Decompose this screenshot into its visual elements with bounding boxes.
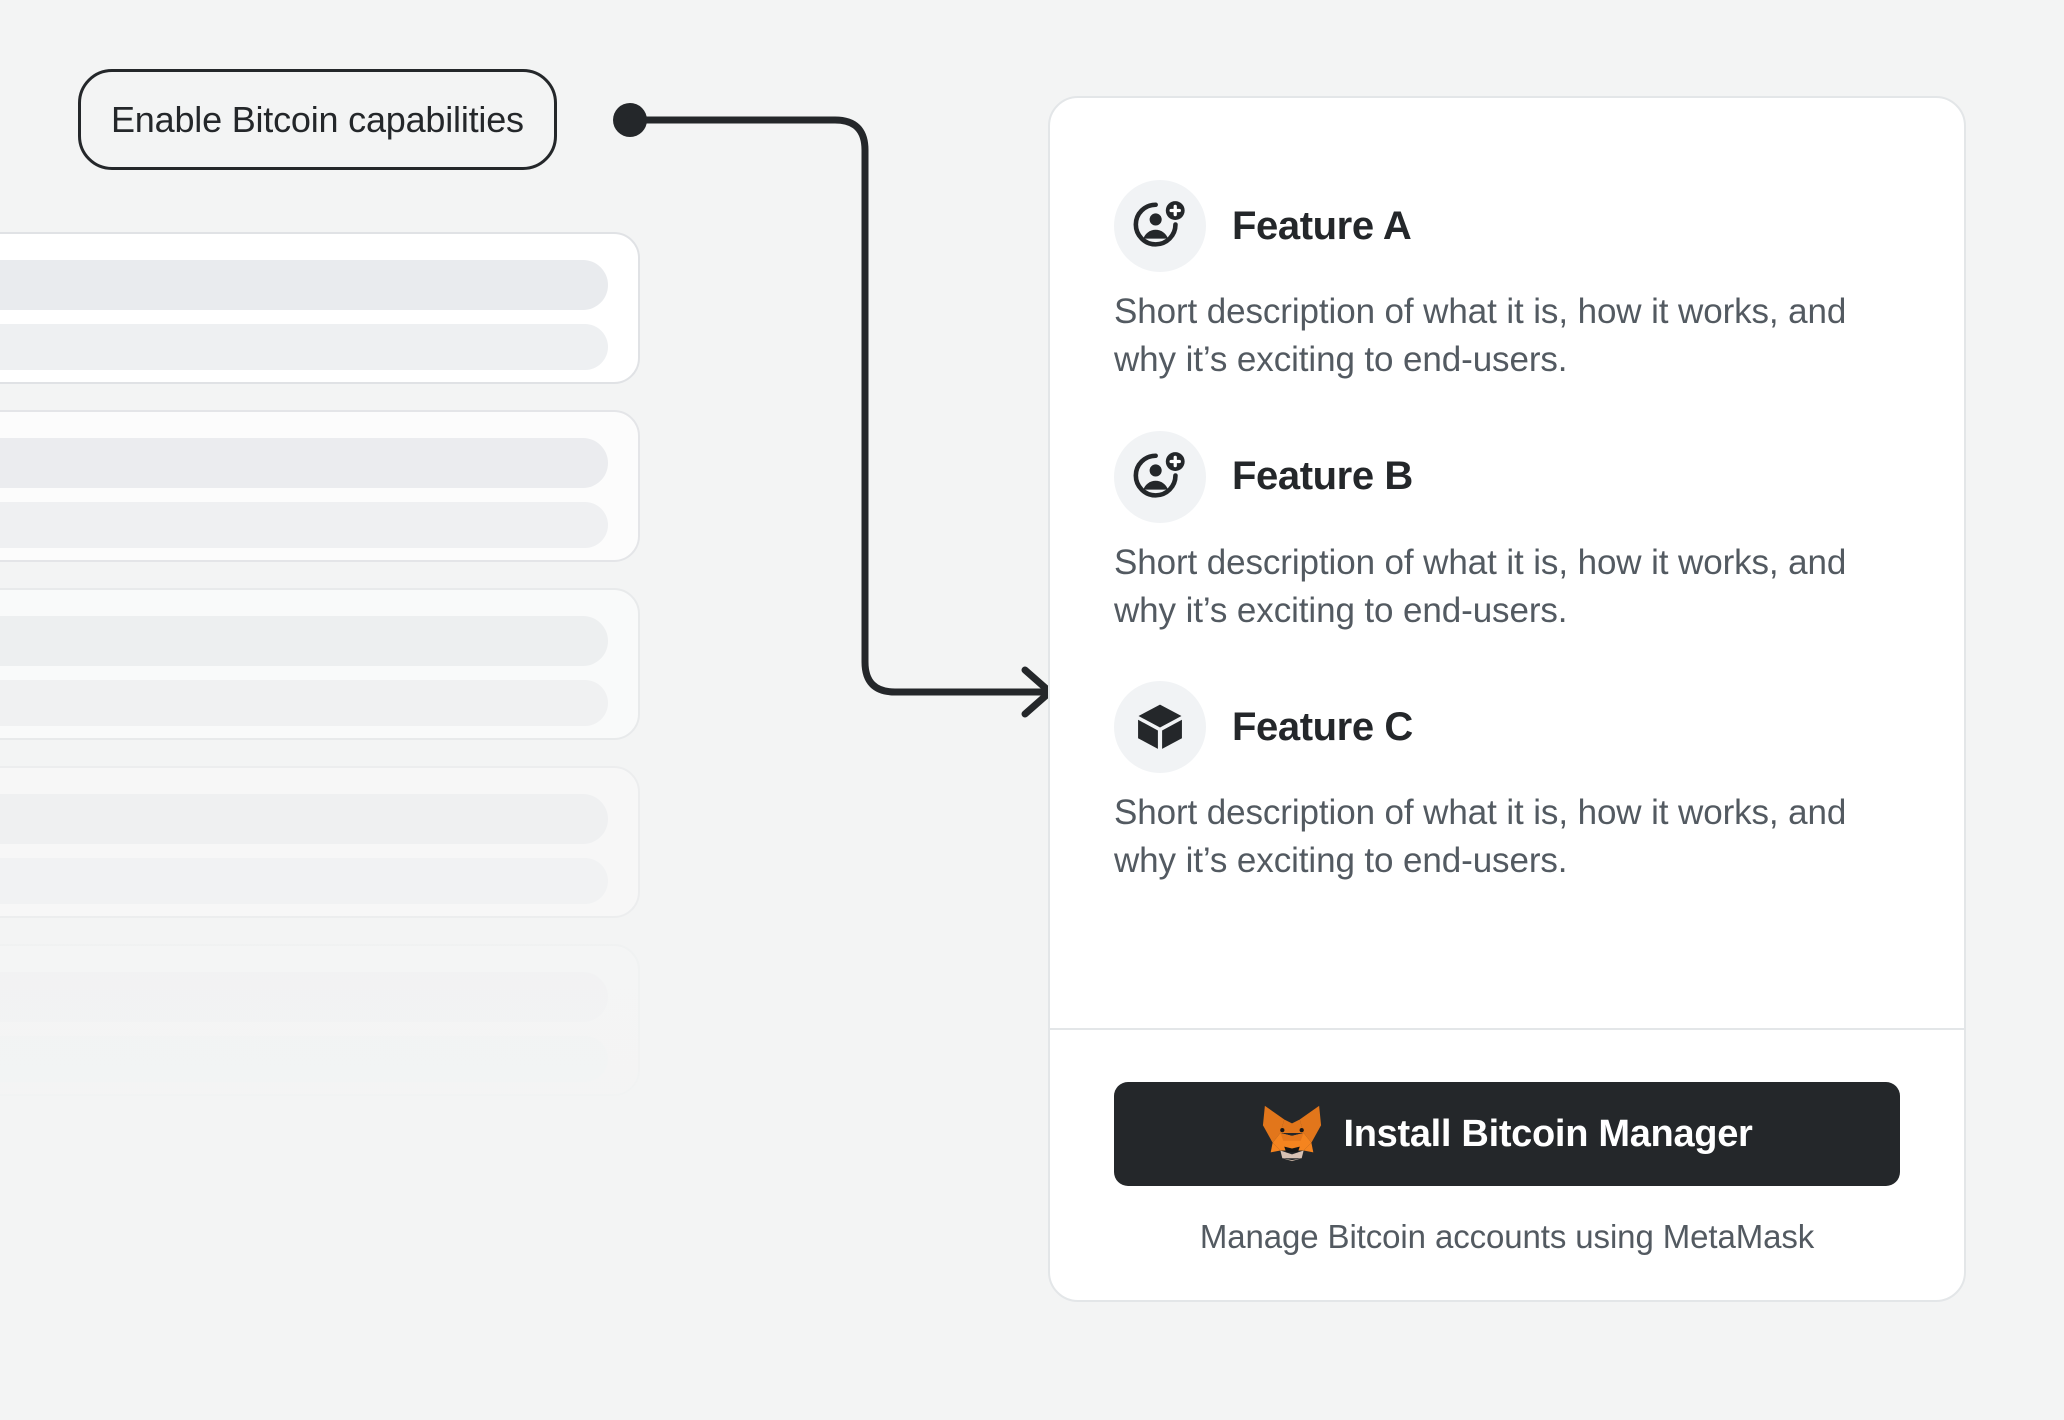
skeleton-list-item xyxy=(0,766,640,918)
skeleton-bar-primary xyxy=(0,616,608,666)
feature-item-b: Feature B Short description of what it i… xyxy=(1114,430,1900,636)
skeleton-list-item xyxy=(0,232,640,384)
feature-description: Short description of what it is, how it … xyxy=(1114,292,1847,380)
metamask-fox-icon xyxy=(1261,1103,1323,1166)
skeleton-bar-primary xyxy=(0,972,608,1022)
cta-region: Install Bitcoin Manager Manage Bitcoin a… xyxy=(1050,1030,1964,1300)
install-bitcoin-manager-button[interactable]: Install Bitcoin Manager xyxy=(1114,1082,1900,1186)
cube-icon xyxy=(1114,681,1206,774)
feature-item-c: Feature C Short description of what it i… xyxy=(1114,681,1900,886)
skeleton-bar-primary xyxy=(0,794,608,844)
card-divider xyxy=(1050,1028,1964,1030)
feature-description: Short description of what it is, how it … xyxy=(1114,542,1847,630)
skeleton-bar-secondary xyxy=(0,1036,608,1082)
skeleton-bar-primary xyxy=(0,438,608,488)
feature-title: Feature C xyxy=(1232,704,1413,749)
annotation-connector xyxy=(613,103,1054,718)
annotation-label: Enable Bitcoin capabilities xyxy=(111,98,524,140)
feature-list: Feature A Short description of what it i… xyxy=(1050,98,1964,1028)
skeleton-bar-secondary xyxy=(0,324,608,370)
connector-dot xyxy=(613,103,647,137)
skeleton-list-item xyxy=(0,944,640,1096)
skeleton-list-item xyxy=(0,588,640,740)
connector-arrowhead-icon xyxy=(1021,666,1054,718)
feature-header: Feature A xyxy=(1114,180,1900,272)
feature-header: Feature B xyxy=(1114,430,1900,523)
cta-subtitle: Manage Bitcoin accounts using MetaMask xyxy=(1199,1218,1815,1255)
user-add-icon xyxy=(1114,430,1206,523)
skeleton-bar-secondary xyxy=(0,502,608,548)
feature-title: Feature B xyxy=(1232,454,1413,499)
feature-title: Feature A xyxy=(1232,203,1412,248)
connector-path xyxy=(626,116,1051,696)
annotation-callout: Enable Bitcoin capabilities xyxy=(78,69,557,170)
background-skeleton-list xyxy=(0,232,640,1122)
feature-header: Feature C xyxy=(1114,681,1900,774)
skeleton-list-item xyxy=(0,410,640,562)
install-button-label: Install Bitcoin Manager xyxy=(1343,1112,1753,1155)
user-add-icon xyxy=(1114,180,1206,272)
skeleton-bar-secondary xyxy=(0,680,608,726)
feature-item-a: Feature A Short description of what it i… xyxy=(1114,180,1900,385)
feature-card: Feature A Short description of what it i… xyxy=(1048,96,1966,1302)
feature-description: Short description of what it is, how it … xyxy=(1114,793,1847,881)
skeleton-bar-secondary xyxy=(0,858,608,904)
skeleton-bar-primary xyxy=(0,260,608,310)
